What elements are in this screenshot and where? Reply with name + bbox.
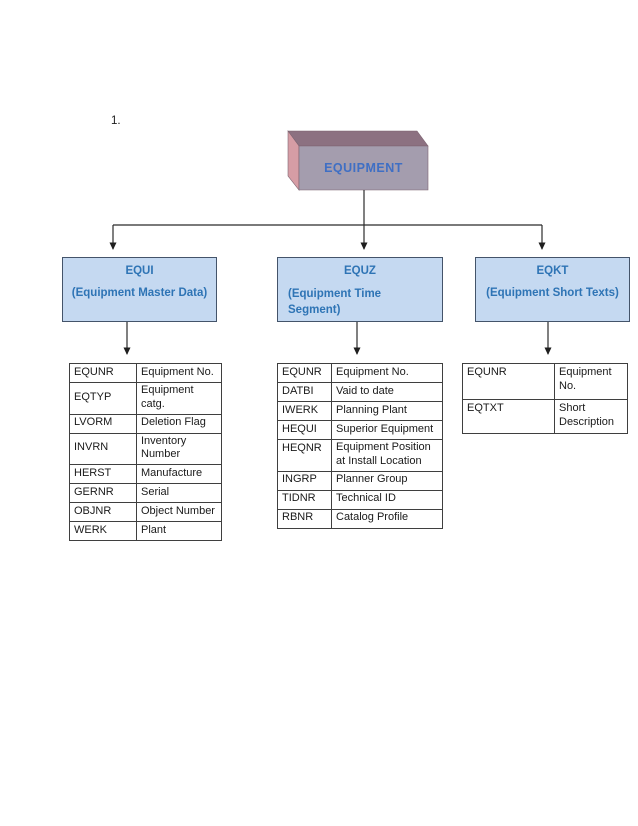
field-desc-cell: Manufacture bbox=[136, 464, 222, 484]
field-code-cell: HEQNR bbox=[277, 439, 332, 472]
field-desc-cell: Short Description bbox=[554, 399, 628, 434]
field-desc-cell: Equipment No. bbox=[331, 363, 443, 383]
field-code-cell: IWERK bbox=[277, 401, 332, 421]
field-code-cell: HERST bbox=[69, 464, 137, 484]
equipment-root-label: EQUIPMENT bbox=[324, 161, 403, 175]
page-number: 1. bbox=[111, 115, 121, 127]
cube-front-face bbox=[298, 145, 429, 191]
field-desc-cell: Equipment catg. bbox=[136, 382, 222, 415]
field-code-cell: EQUNR bbox=[462, 363, 555, 400]
field-code-cell: EQUNR bbox=[69, 363, 137, 383]
field-desc-cell: Inventory Number bbox=[136, 432, 222, 465]
field-code-cell: WERK bbox=[69, 521, 137, 541]
entity-box-eqkt: EQKT (Equipment Short Texts) bbox=[475, 257, 630, 322]
field-desc-cell: Equipment Position at Install Location bbox=[331, 439, 443, 472]
cube-top-face bbox=[287, 130, 429, 147]
field-desc-cell: Superior Equipment bbox=[331, 420, 443, 440]
field-desc-cell: Catalog Profile bbox=[331, 508, 443, 529]
entity-title: EQUI bbox=[125, 265, 154, 277]
field-desc-cell: Equipment No. bbox=[554, 363, 628, 400]
field-desc-cell: Planner Group bbox=[331, 470, 443, 491]
field-code-cell: RBNR bbox=[277, 508, 332, 529]
entity-subtitle: (Equipment Short Texts) bbox=[486, 287, 619, 299]
field-code-cell: INVRN bbox=[69, 432, 137, 465]
field-code-cell: OBJNR bbox=[69, 502, 137, 522]
field-code-cell: EQUNR bbox=[277, 363, 332, 383]
field-desc-cell: Planning Plant bbox=[331, 401, 443, 421]
field-desc-cell: Plant bbox=[136, 521, 222, 541]
field-code-cell: EQTYP bbox=[69, 382, 137, 415]
entity-box-equz: EQUZ (Equipment Time Segment) bbox=[277, 257, 443, 322]
field-code-cell: DATBI bbox=[277, 382, 332, 402]
field-desc-cell: Equipment No. bbox=[136, 363, 222, 383]
field-code-cell: LVORM bbox=[69, 413, 137, 434]
field-code-cell: TIDNR bbox=[277, 489, 332, 510]
entity-subtitle: (Equipment Master Data) bbox=[71, 287, 208, 299]
field-code-cell: HEQUI bbox=[277, 420, 332, 440]
entity-box-equi: EQUI (Equipment Master Data) bbox=[62, 257, 217, 322]
field-desc-cell: Deletion Flag bbox=[136, 413, 222, 434]
field-code-cell: INGRP bbox=[277, 470, 332, 491]
field-desc-cell: Serial bbox=[136, 483, 222, 503]
equipment-3d-box bbox=[287, 130, 429, 191]
field-code-cell: GERNR bbox=[69, 483, 137, 503]
entity-title: EQUZ bbox=[344, 265, 376, 277]
field-desc-cell: Object Number bbox=[136, 502, 222, 522]
field-code-cell: EQTXT bbox=[462, 399, 555, 434]
entity-subtitle: (Equipment Time Segment) bbox=[288, 288, 382, 316]
field-desc-cell: Technical ID bbox=[331, 489, 443, 510]
entity-title: EQKT bbox=[536, 265, 569, 277]
field-desc-cell: Vaid to date bbox=[331, 382, 443, 402]
